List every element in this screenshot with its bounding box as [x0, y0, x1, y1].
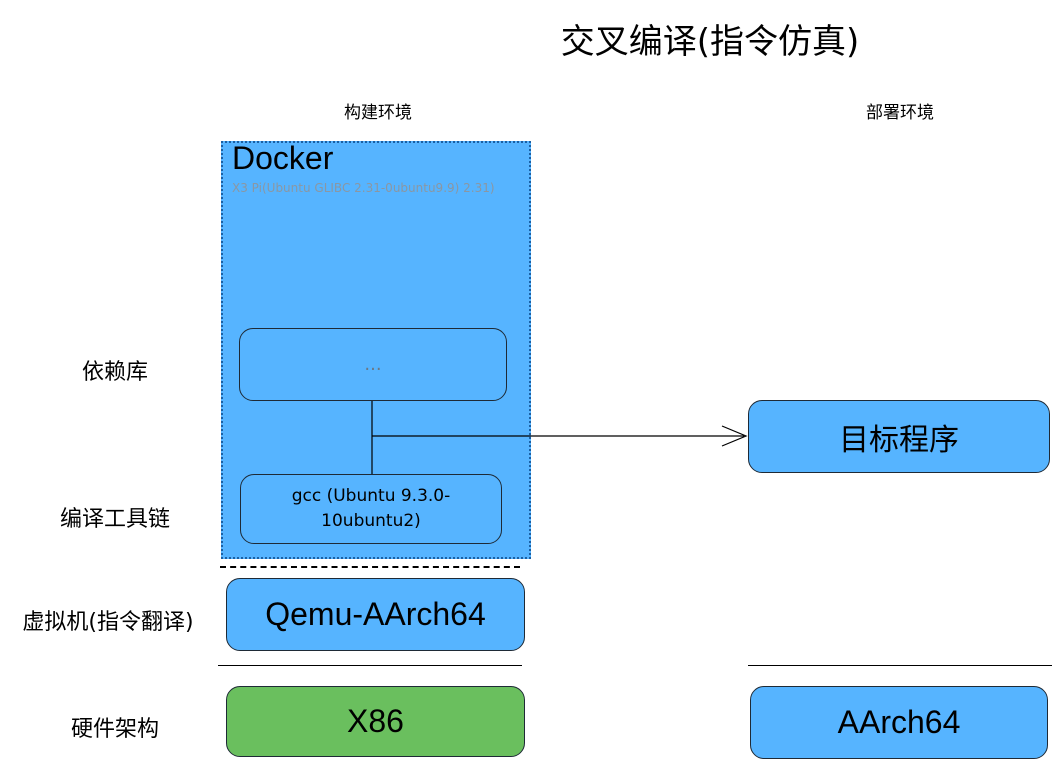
row-label-vm: 虚拟机(指令翻译): [22, 610, 194, 635]
row-label-deps: 依赖库: [81, 360, 148, 385]
qemu-box: Qemu-AArch64: [226, 578, 525, 651]
arrow-head: [721, 425, 748, 447]
x86-box: X86: [226, 686, 525, 757]
docker-subtitle: X3 Pi(Ubuntu GLIBC 2.31-0ubuntu9.9) 2.31…: [232, 181, 495, 195]
separator-right: [748, 665, 1052, 666]
dashed-separator: [220, 566, 520, 568]
row-label-hardware: 硬件架构: [70, 717, 159, 742]
deps-box: ...: [239, 328, 507, 401]
column-label-build: 构建环境: [344, 103, 412, 123]
docker-title: Docker: [232, 140, 334, 176]
column-label-deploy: 部署环境: [866, 103, 934, 123]
target-program-box: 目标程序: [748, 400, 1050, 473]
aarch64-box: AArch64: [750, 686, 1048, 759]
gcc-box: gcc (Ubuntu 9.3.0-10ubuntu2): [240, 474, 502, 544]
row-label-toolchain: 编译工具链: [59, 507, 170, 532]
diagram-title: 交叉编译(指令仿真): [560, 22, 860, 62]
separator-left: [218, 665, 522, 666]
